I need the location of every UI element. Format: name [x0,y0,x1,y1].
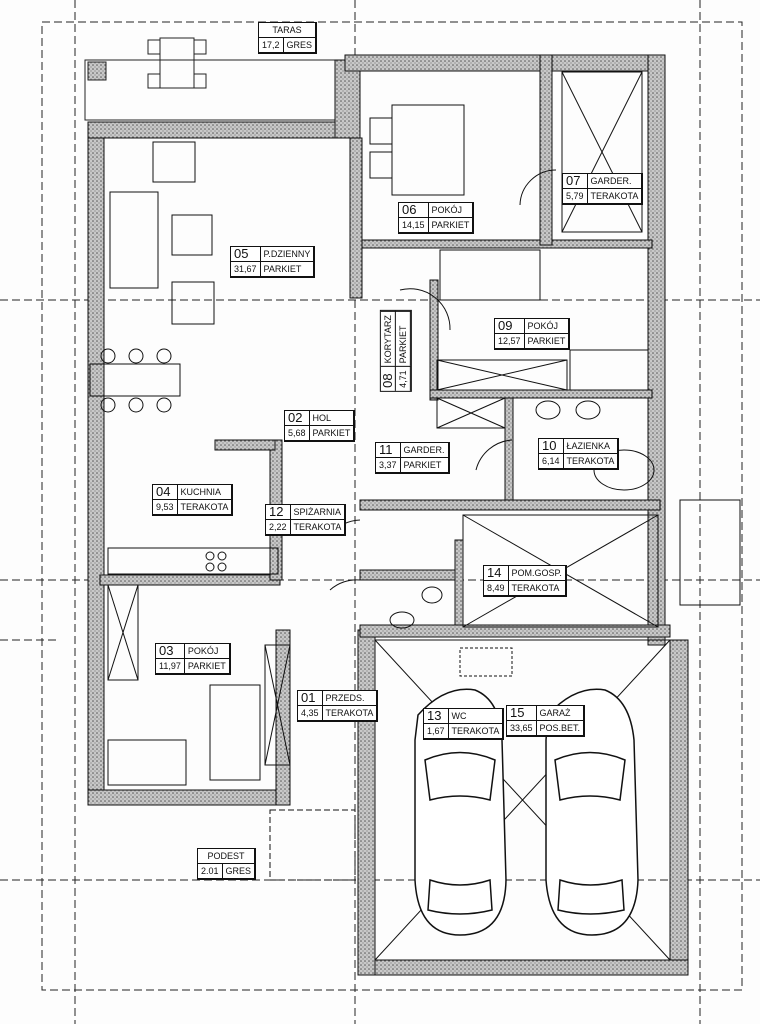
room-floor: POS.BET. [536,721,585,736]
room-number: 05 [231,247,261,262]
room-area: 4,35 [298,706,323,721]
room-floor: PARKIET [428,218,474,233]
room-area: 2.01 [198,864,223,879]
room-floor: PARKIET [400,458,449,473]
room-floor: TERAKOTA [448,724,504,739]
room-area: 14,15 [399,218,429,233]
room-name: KORYTARZ [380,311,396,367]
room-area: 9,53 [153,500,178,515]
room-name: GARDER. [400,443,449,458]
room-floor: TERAKOTA [177,500,233,515]
room-label-taras: TARAS 17,2 GRES [258,22,318,54]
room-name: PRZEDS. [322,691,378,706]
cars [414,688,639,936]
room-floor: PARKIET [395,311,411,367]
room-name: SPIŻARNIA [290,505,346,520]
terrace [84,37,346,121]
room-number: 04 [153,485,178,500]
room-name: ŁAZIENKA [563,439,619,454]
room-number: 03 [156,644,185,659]
room-floor: PARKIET [260,262,315,277]
room-name: WC [448,709,504,724]
room-floor: PARKIET [524,334,570,349]
room-area: 4,71 [395,366,411,391]
room-name: POKÓJ [184,644,230,659]
room-area: 17,2 [259,38,284,53]
room-number: 12 [266,505,291,520]
car-right [545,688,639,936]
room-number: 15 [507,706,537,721]
room-name: POKÓJ [428,203,474,218]
room-number: 13 [424,709,449,724]
room-name: KUCHNIA [177,485,233,500]
room-number: 10 [539,439,564,454]
room-floor: GRES [283,38,317,53]
room-floor: TERAKOTA [508,581,566,596]
room-area: 12,57 [495,334,525,349]
room-area: 5,68 [285,426,310,441]
room-area: 8,49 [484,581,509,596]
room-label-podest: PODEST 2.01 GRES [197,848,257,880]
room-area: 3,37 [376,458,401,473]
room-name: TARAS [259,23,317,38]
room-number: 08 [380,366,396,391]
car-left [414,688,507,936]
room-number: 14 [484,566,509,581]
room-number: 09 [495,319,525,334]
room-area: 1,67 [424,724,449,739]
room-number: 02 [285,411,310,426]
room-name: GARAŻ [536,706,585,721]
room-area: 11,97 [156,659,185,674]
room-area: 2,22 [266,520,291,535]
room-floor: TERAKOTA [322,706,378,721]
room-floor: TERAKOTA [290,520,346,535]
room-number: 07 [563,174,588,189]
room-name: HOL [309,411,355,426]
room-area: 6,14 [539,454,564,469]
room-floor: PARKIET [184,659,230,674]
room-name: P.DZIENNY [260,247,315,262]
room-area: 31,67 [231,262,261,277]
room-name: POM.GOSP. [508,566,566,581]
room-name: POKÓJ [524,319,570,334]
room-floor: TERAKOTA [587,189,643,204]
room-number: 01 [298,691,323,706]
room-number: 11 [376,443,401,458]
room-floor: TERAKOTA [563,454,619,469]
room-number: 06 [399,203,429,218]
room-name: GARDER. [587,174,643,189]
room-area: 5,79 [563,189,588,204]
room-floor: PARKIET [309,426,355,441]
podest [269,499,741,881]
room-floor: GRES [222,864,256,879]
room-area: 33,65 [507,721,537,736]
room-name: PODEST [198,849,256,864]
